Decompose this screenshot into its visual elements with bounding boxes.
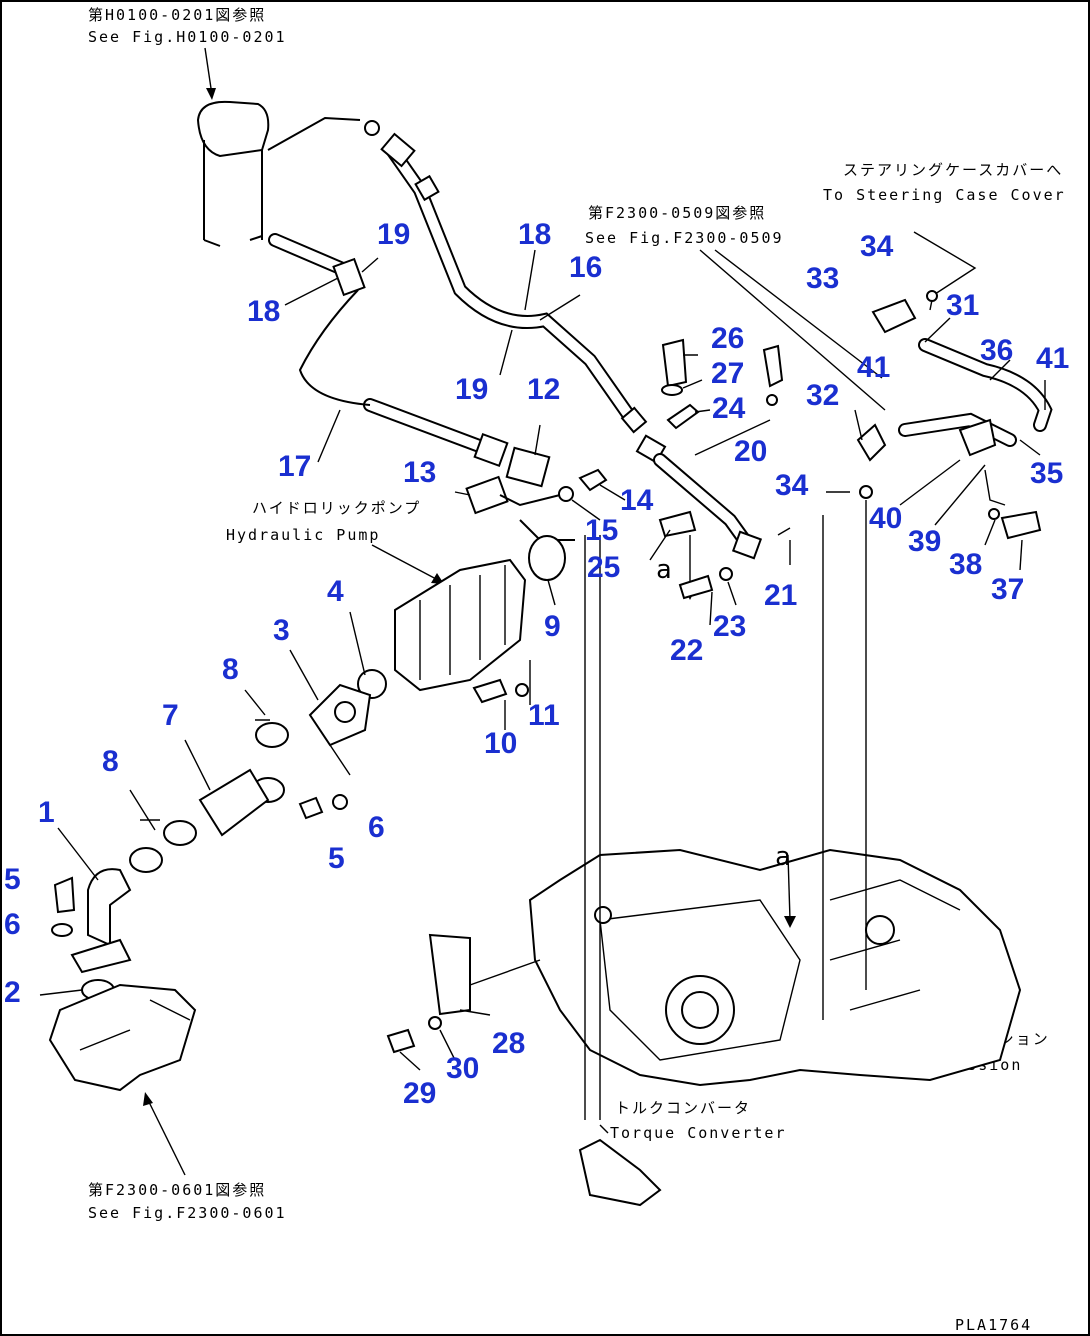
part-number-6-b: 6 <box>4 908 21 941</box>
part-number-18-b: 18 <box>518 218 551 251</box>
hose-17 <box>268 233 509 468</box>
part-number-30: 30 <box>446 1052 479 1085</box>
filter-reference-en: See Fig.H0100-0201 <box>88 28 287 46</box>
steering-label-en: To Steering Case Cover <box>823 186 1066 204</box>
valve-reference-jp: 第F2300-0509図参照 <box>588 204 766 222</box>
part-number-36: 36 <box>980 334 1013 367</box>
part-number-4: 4 <box>327 575 344 608</box>
part-number-1: 1 <box>38 796 55 829</box>
part-number-8-a: 8 <box>222 653 239 686</box>
torque-converter-label-en: Torque Converter <box>610 1124 787 1142</box>
filter-reference-jp: 第H0100-0201図参照 <box>88 6 266 24</box>
part-number-26: 26 <box>711 322 744 355</box>
steering-pipe-group <box>856 290 1053 540</box>
part-number-19-b: 19 <box>455 373 488 406</box>
part-number-7: 7 <box>162 699 179 732</box>
elbow-1 <box>51 868 132 1001</box>
callout-mark-a-lower: a <box>775 842 791 872</box>
pump-drive-reference-en: See Fig.F2300-0601 <box>88 1204 287 1222</box>
transmission-housing <box>386 848 1022 1207</box>
part-number-3: 3 <box>273 614 290 647</box>
hydraulic-pump-label-jp: ハイドロリックポンプ <box>252 499 421 517</box>
part-number-16: 16 <box>569 251 602 284</box>
filter-tank <box>196 100 380 247</box>
part-number-32: 32 <box>806 379 839 412</box>
part-number-37: 37 <box>991 573 1024 606</box>
part-number-27: 27 <box>711 357 744 390</box>
part-number-13: 13 <box>403 456 436 489</box>
part-number-35: 35 <box>1030 457 1063 490</box>
part-number-31: 31 <box>946 289 979 322</box>
part-number-33: 33 <box>806 262 839 295</box>
callout-mark-a-upper: a <box>656 555 672 585</box>
leader-lines <box>39 249 1046 1071</box>
part-number-29: 29 <box>403 1077 436 1110</box>
part-number-34-a: 34 <box>860 230 894 263</box>
torque-converter-label-jp: トルクコンバータ <box>615 1099 751 1117</box>
pump-drive-reference-jp: 第F2300-0601図参照 <box>88 1181 266 1199</box>
hydraulic-pump-label-en: Hydraulic Pump <box>226 526 380 544</box>
steering-label-jp: ステアリングケースカバーへ <box>843 161 1063 179</box>
vertical-pipes <box>584 491 867 1120</box>
part-number-labels: 1 2 3 4 5 5 6 6 7 8 8 9 10 11 12 13 14 1… <box>4 218 1069 1110</box>
part-number-18-a: 18 <box>247 295 280 328</box>
bolt-10 <box>472 660 531 730</box>
part-number-17: 17 <box>278 450 311 483</box>
part-number-40: 40 <box>869 502 902 535</box>
part-number-5-a: 5 <box>328 842 345 875</box>
part-number-12: 12 <box>527 373 560 406</box>
part-number-24: 24 <box>712 392 746 425</box>
part-number-41-a: 41 <box>857 351 890 384</box>
part-number-14: 14 <box>620 484 654 517</box>
part-number-19-a: 19 <box>377 218 410 251</box>
drawing-code: PLA1764 <box>955 1316 1032 1334</box>
hose-16 <box>380 132 667 464</box>
part-number-2: 2 <box>4 976 21 1009</box>
part-number-39: 39 <box>908 525 941 558</box>
flange-3 <box>298 683 372 820</box>
part-number-9: 9 <box>544 610 561 643</box>
part-number-10: 10 <box>484 727 517 760</box>
part-number-25: 25 <box>587 551 620 584</box>
hydraulic-pump <box>357 558 527 699</box>
part-number-6-a: 6 <box>368 811 385 844</box>
part-number-34-b: 34 <box>775 469 809 502</box>
part-number-5-b: 5 <box>4 863 21 896</box>
fitting-group-12 <box>465 446 608 581</box>
part-number-20: 20 <box>734 435 767 468</box>
part-number-22: 22 <box>670 634 703 667</box>
part-number-41-b: 41 <box>1036 342 1069 375</box>
pipe-20 <box>653 419 791 600</box>
part-number-21: 21 <box>764 579 797 612</box>
part-number-28: 28 <box>492 1027 525 1060</box>
part-number-15: 15 <box>585 514 618 547</box>
part-number-23: 23 <box>713 610 746 643</box>
pump-drive-housing <box>48 983 197 1092</box>
part-number-8-b: 8 <box>102 745 119 778</box>
bolt-26-group <box>661 338 784 430</box>
part-number-38: 38 <box>949 548 982 581</box>
part-number-11: 11 <box>528 699 560 732</box>
valve-reference-en: See Fig.F2300-0509 <box>585 229 784 247</box>
hose-7-clamps <box>129 722 289 873</box>
